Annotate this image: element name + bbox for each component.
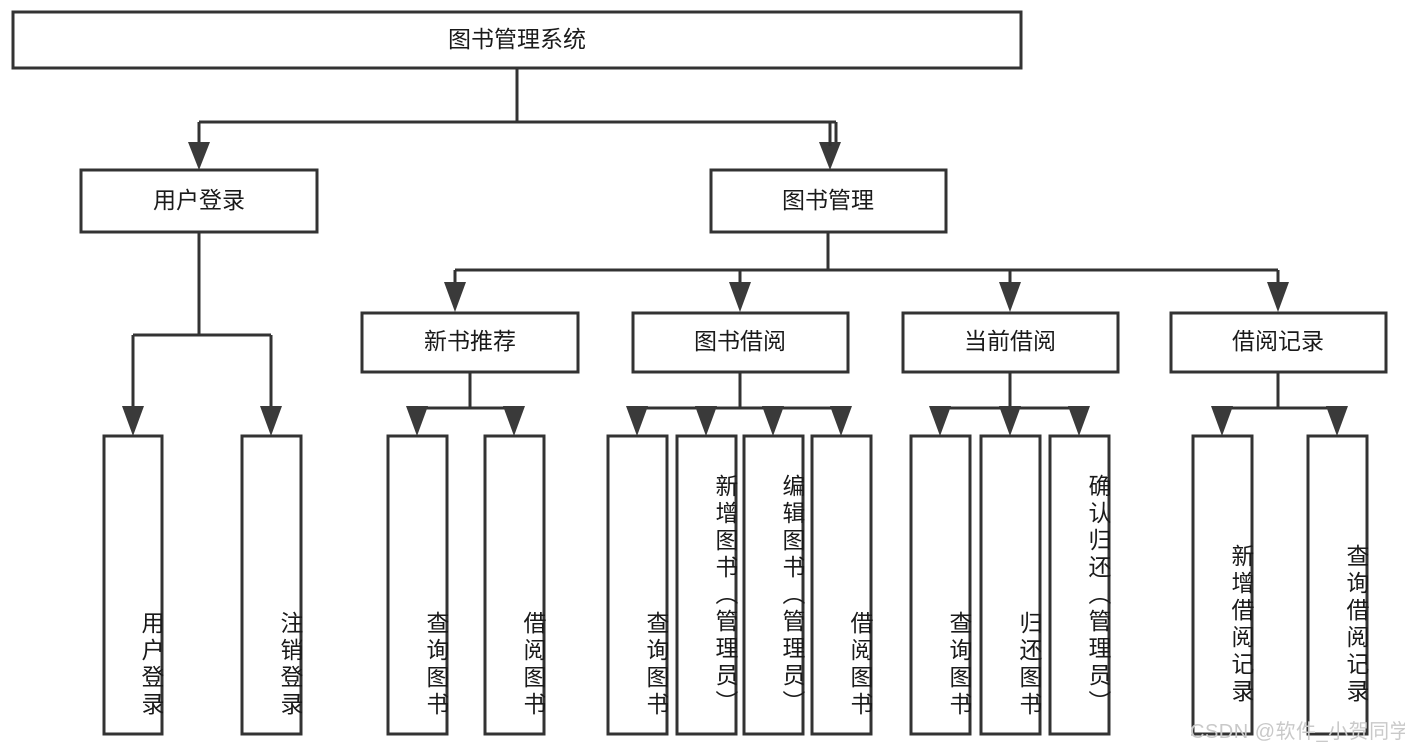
node-leaf-user-login[interactable] [102, 434, 164, 736]
node-user-login-label: 用户登录 [153, 187, 245, 213]
node-leaf-query-book-3[interactable] [909, 434, 972, 736]
node-leaf-confirm-return-admin[interactable] [1048, 434, 1111, 736]
node-leaf-add-borrow-record[interactable] [1191, 434, 1254, 736]
node-leaf-return-book[interactable] [979, 434, 1042, 736]
node-root-book-management-system[interactable] [11, 10, 1023, 70]
node-leaf-logout[interactable] [240, 434, 303, 736]
node-current-borrow[interactable] [901, 311, 1120, 374]
connector-borrow-records-to-leaves [1211, 372, 1348, 436]
node-user-login[interactable] [79, 168, 319, 234]
node-leaf-query-borrow-record[interactable] [1306, 434, 1369, 736]
node-book-borrow-label: 图书借阅 [694, 328, 786, 354]
csdn-watermark: CSDN @软件_小贺同学 [1190, 721, 1405, 743]
node-new-book-recommend-label: 新书推荐 [424, 328, 516, 354]
connector-user-login-to-leaves [122, 232, 282, 436]
node-borrow-records[interactable] [1169, 311, 1388, 374]
connector-book-management-to-level3 [444, 232, 1289, 312]
node-leaf-query-book-1[interactable] [386, 434, 449, 736]
node-current-borrow-label: 当前借阅 [964, 328, 1056, 354]
connector-new-book-to-leaves [406, 372, 525, 436]
node-book-management-label: 图书管理 [782, 187, 874, 213]
node-leaf-borrow-book-1[interactable] [483, 434, 546, 736]
node-root-label: 图书管理系统 [448, 26, 586, 52]
node-leaf-edit-book-admin[interactable] [742, 434, 805, 736]
node-book-borrow[interactable] [631, 311, 850, 374]
node-book-management[interactable] [709, 168, 948, 234]
node-borrow-records-label: 借阅记录 [1232, 328, 1324, 354]
node-leaf-add-book-admin[interactable] [675, 434, 738, 736]
connector-root-to-level2 [188, 68, 841, 170]
connector-current-borrow-to-leaves [929, 372, 1090, 436]
connector-book-borrow-to-leaves [626, 372, 852, 436]
node-new-book-recommend[interactable] [360, 311, 580, 374]
node-leaf-borrow-book-2[interactable] [810, 434, 873, 736]
node-leaf-query-book-2[interactable] [606, 434, 669, 736]
